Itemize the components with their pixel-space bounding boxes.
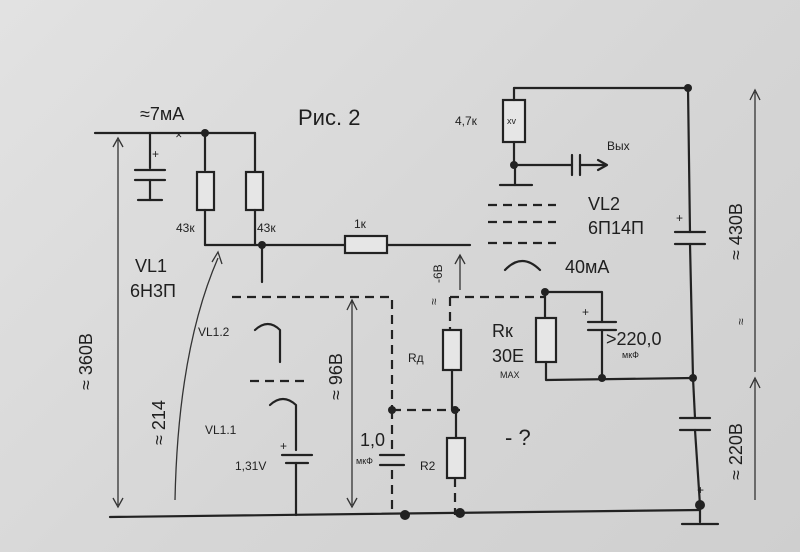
- bottom-rail: [108, 500, 720, 526]
- bias-label: -6В: [431, 264, 445, 283]
- top-left-rail: ✕: [93, 129, 257, 174]
- supply-430v-label: ≈ 430В: [726, 203, 746, 260]
- r2-value: 43к: [257, 221, 276, 235]
- vl12-electrodes: [232, 295, 305, 452]
- anode-circuit: [501, 84, 692, 177]
- supply-360v-label: ≈ 360В: [76, 333, 96, 390]
- capacitor-value: 1,0: [360, 430, 385, 450]
- r2-label: R2: [420, 459, 436, 473]
- voltage-96v-label: ≈ 96В: [326, 353, 346, 400]
- battery-capacitor-left: +: [133, 131, 167, 202]
- resistor-r2: [445, 408, 467, 480]
- rk-label: Rк: [492, 321, 513, 341]
- current-cross-mark: ✕: [175, 130, 183, 140]
- anode-resistor-symbol: xv: [507, 116, 517, 126]
- vl11-label: VL1.1: [205, 423, 237, 437]
- anode-resistor-value: 4,7к: [455, 114, 478, 128]
- voltage-arrows: [112, 88, 761, 509]
- bias-approx: ≈: [427, 298, 441, 305]
- cap-220-plus: +: [697, 483, 704, 497]
- tube-vl1-type: 6Н3П: [130, 281, 176, 301]
- current-7ma-label: ≈7мА: [140, 104, 184, 124]
- ck-plus: +: [582, 305, 589, 319]
- resistor-43k-2: [244, 170, 265, 247]
- cell-plus: +: [280, 439, 287, 453]
- figure-title: Рис. 2: [298, 105, 360, 130]
- rk-max: МАХ: [500, 370, 520, 380]
- ck-unit: мкФ: [622, 350, 639, 360]
- tube-vl2-label: VL2: [588, 194, 620, 214]
- output-label: Вых: [607, 139, 630, 153]
- cell-voltage-label: 1,31V: [235, 459, 266, 473]
- grid-wire: [203, 234, 472, 284]
- resistor-rd: [441, 328, 463, 412]
- rd-label: Rд: [408, 351, 424, 365]
- cap-430-plus: +: [676, 211, 683, 225]
- cathode-network: +: [534, 288, 695, 382]
- question-mark: - ?: [505, 425, 531, 450]
- capacitor-unit: мкФ: [356, 456, 373, 466]
- vl2-electrodes: [488, 163, 556, 272]
- bias-dashed-net: [305, 295, 545, 515]
- tube-vl2-type: 6П14П: [588, 218, 644, 238]
- approx-430-sign: ≈: [734, 318, 748, 325]
- grid-resistor-value: 1к: [354, 217, 367, 231]
- supply-220v-label: ≈ 220В: [726, 423, 746, 480]
- right-supply: + +: [673, 86, 712, 507]
- r1-value: 43к: [176, 221, 195, 235]
- resistor-43k-1: [195, 170, 216, 247]
- vl12-label: VL1.2: [198, 325, 230, 339]
- tube-vl1-label: VL1: [135, 256, 167, 276]
- battery-plus: +: [152, 147, 159, 161]
- cell-1v31: +: [280, 439, 314, 517]
- voltage-214-label: ≈ 214: [149, 400, 169, 445]
- cathode-current-label: 40мА: [565, 257, 609, 277]
- rk-value: 30Е: [492, 346, 524, 366]
- ck-value: >220,0: [606, 329, 662, 349]
